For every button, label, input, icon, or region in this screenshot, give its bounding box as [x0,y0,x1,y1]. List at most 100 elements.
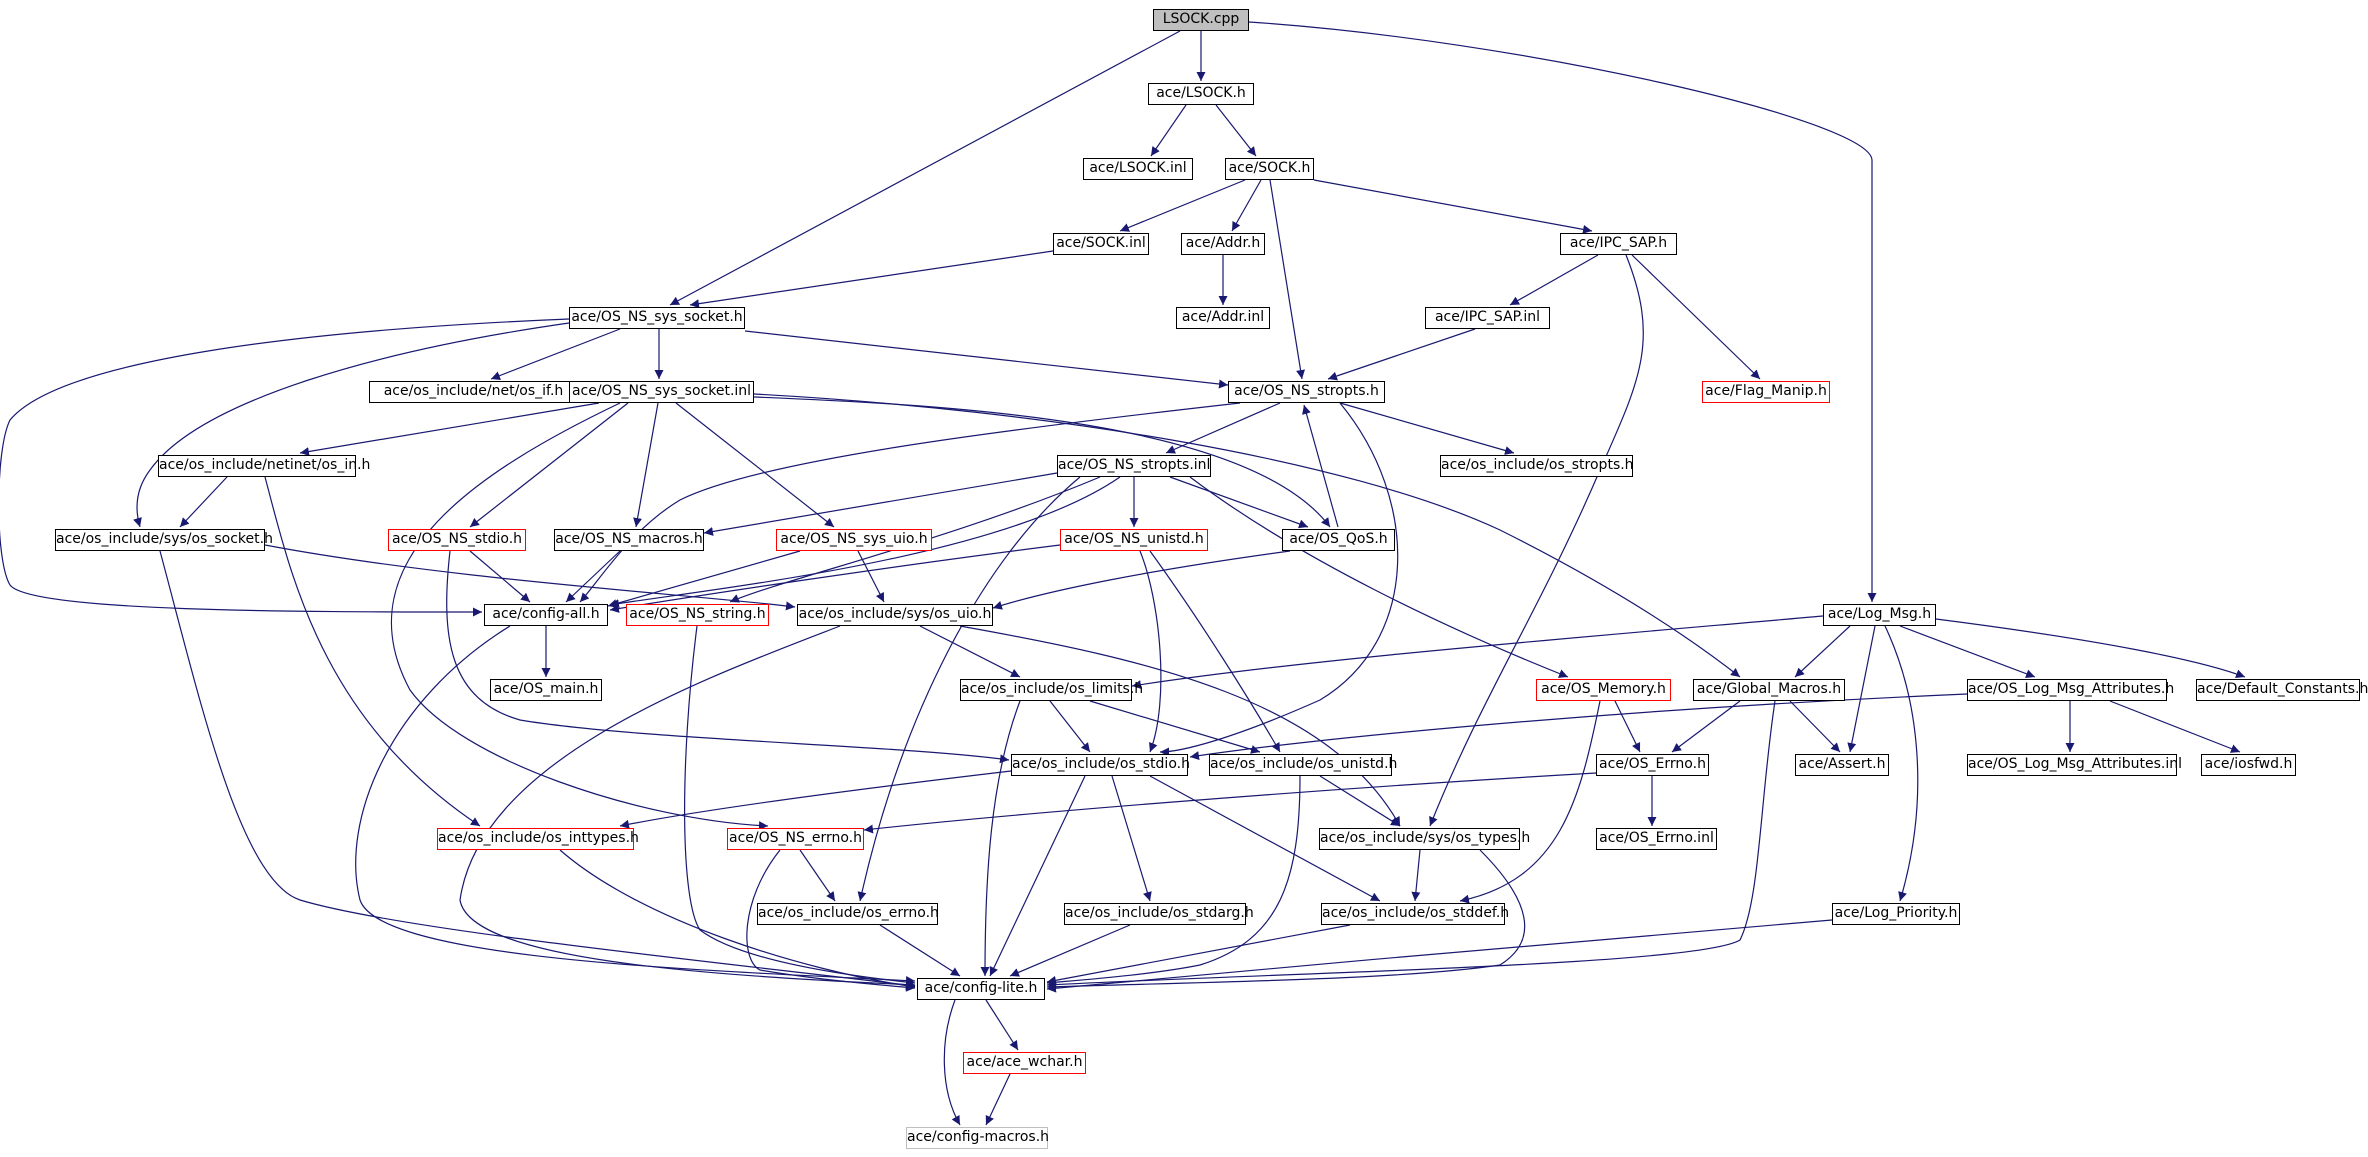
edge-os-ns-sys-socket-inl-to-os-ns-sys-uio-h [675,402,835,528]
node-os-ns-sys-socket-h[interactable]: ace/OS_NS_sys_socket.h [569,307,745,329]
edge-log-msg-h-to-log-priority-h [1884,625,1919,902]
edge-os-ns-stdio-h-to-config-all-h [469,550,531,603]
edge-os-memory-h-to-os-stddef-h [1459,700,1601,904]
edge-log-msg-h-to-os-limits-h [1131,615,1824,690]
node-ace-wchar-h[interactable]: ace/ace_wchar.h [963,1052,1086,1074]
node-os-stdarg-h[interactable]: ace/os_include/os_stdarg.h [1064,903,1254,925]
node-sock-h[interactable]: ace/SOCK.h [1225,158,1314,180]
edge-os-ns-stropts-inl-to-os-errno-h [857,476,1081,902]
node-os-ns-macros-h[interactable]: ace/OS_NS_macros.h [554,529,704,551]
node-os-socket-h[interactable]: ace/os_include/sys/os_socket.h [55,529,273,551]
node-os-memory-h[interactable]: ace/OS_Memory.h [1536,679,1671,701]
edge-os-in-h-to-os-socket-h [179,476,228,528]
edge-os-limits-h-to-config-lite-h [980,700,1021,977]
node-os-stdio-h[interactable]: ace/os_include/os_stdio.h [1011,754,1190,776]
node-os-ns-sys-uio-h[interactable]: ace/OS_NS_sys_uio.h [776,529,932,551]
node-os-ns-string-h[interactable]: ace/OS_NS_string.h [626,604,769,626]
node-os-uio-h[interactable]: ace/os_include/sys/os_uio.h [797,604,993,626]
edge-lsock-cpp-to-os-ns-sys-socket-h [669,30,1181,306]
node-os-stropts-h[interactable]: ace/os_include/os_stropts.h [1440,455,1634,477]
node-default-constants-h[interactable]: ace/Default_Constants.h [2196,679,2368,701]
node-os-inttypes-h[interactable]: ace/os_include/os_inttypes.h [437,828,639,850]
edge-config-lite-h-to-config-macros-h [943,999,961,1126]
edge-os-ns-sys-socket-h-to-os-if-h [490,328,621,380]
edge-os-ns-sys-socket-h-to-os-ns-stropts-h [744,330,1229,389]
edge-os-errno-h-to-config-lite-h [879,924,961,977]
node-os-unistd-h[interactable]: ace/os_include/os_unistd.h [1209,754,1397,776]
node-lsock-inl[interactable]: ace/LSOCK.inl [1083,158,1193,180]
node-lsock-cpp[interactable]: LSOCK.cpp [1153,9,1249,31]
node-addr-inl[interactable]: ace/Addr.inl [1176,307,1270,329]
edge-os-ns-stropts-inl-to-config-all-h [609,476,1121,608]
edge-os-ns-stropts-h-to-os-ns-stropts-inl [1165,402,1281,454]
node-os-ns-unistd-h[interactable]: ace/OS_NS_unistd.h [1060,529,1208,551]
node-iosfwd-h[interactable]: ace/iosfwd.h [2201,754,2296,776]
node-sock-inl[interactable]: ace/SOCK.inl [1053,233,1149,255]
node-lsock-h[interactable]: ace/LSOCK.h [1148,83,1254,105]
edge-sock-h-to-ipc-sap-h [1313,179,1593,234]
edge-os-ns-errno-h-to-config-lite-h [746,849,916,992]
edge-os-socket-h-to-config-lite-h [159,550,916,990]
edge-log-msg-h-to-assert-h [1847,625,1876,753]
edge-sock-h-to-sock-inl [1119,179,1246,232]
edge-os-stdio-h-to-os-stddef-h [1149,775,1381,902]
edge-os-unistd-h-to-os-types-h [1319,775,1401,827]
node-config-macros-h[interactable]: ace/config-macros.h [906,1127,1049,1149]
node-os-log-msg-attributes-h[interactable]: ace/OS_Log_Msg_Attributes.h [1967,679,2174,701]
edge-os-uio-h-to-os-types-h [959,625,1401,827]
edge-os-types-h-to-config-lite-h [1046,849,1526,992]
node-os-types-h[interactable]: ace/os_include/sys/os_types.h [1319,828,1530,850]
edge-os-ns-stropts-h-to-os-stdio-h [1159,402,1399,757]
node-flag-manip-h[interactable]: ace/Flag_Manip.h [1702,381,1830,403]
edge-os-ns-sys-socket-inl-to-os-ns-errno-h [390,402,769,831]
edge-os-ns-unistd-h-to-config-all-h [609,544,1061,613]
edge-os-ns-sys-socket-inl-to-os-ns-stdio-h [469,402,629,528]
node-os-ns-stdio-h[interactable]: ace/OS_NS_stdio.h [388,529,526,551]
edge-ipc-sap-inl-to-os-ns-stropts-h [1327,328,1476,381]
edge-os-qos-h-to-os-uio-h [992,550,1291,610]
edge-ipc-sap-h-to-flag-manip-h [1631,254,1761,380]
node-global-macros-h[interactable]: ace/Global_Macros.h [1693,679,1845,701]
node-os-limits-h[interactable]: ace/os_include/os_limits.h [960,679,1143,701]
edge-os-ns-macros-h-to-config-all-h [565,550,621,603]
node-os-ns-errno-h[interactable]: ace/OS_NS_errno.h [727,828,864,850]
node-config-all-h[interactable]: ace/config-all.h [484,604,608,626]
node-os-ns-stropts-h[interactable]: ace/OS_NS_stropts.h [1228,381,1385,403]
node-ipc-sap-inl[interactable]: ace/IPC_SAP.inl [1425,307,1550,329]
node-os-errno-h[interactable]: ace/os_include/os_errno.h [757,903,939,925]
node-os-in-h[interactable]: ace/os_include/netinet/os_in.h [158,455,370,477]
edge-os-ns-sys-socket-h-to-os-socket-h [133,322,570,528]
edge-ace-wchar-h-to-config-macros-h [985,1073,1011,1126]
node-os-log-msg-attributes-inl[interactable]: ace/OS_Log_Msg_Attributes.inl [1967,754,2182,776]
node-os-qos-h[interactable]: ace/OS_QoS.h [1282,529,1395,551]
edge-lsock-h-to-lsock-inl [1150,104,1187,157]
node-os-main-h[interactable]: ace/OS_main.h [490,679,602,701]
node-os-errno-h-ace[interactable]: ace/OS_Errno.h [1596,754,1709,776]
edge-os-ns-sys-socket-inl-to-os-in-h [299,402,600,456]
edge-os-ns-sys-socket-inl-to-global-macros-h [753,393,1741,678]
node-os-ns-stropts-inl[interactable]: ace/OS_NS_stropts.inl [1057,455,1211,477]
edge-global-macros-h-to-assert-h [1789,700,1841,753]
edge-os-types-h-to-os-stddef-h [1411,849,1421,902]
node-os-if-h[interactable]: ace/os_include/net/os_if.h [369,381,578,403]
edge-log-msg-h-to-os-log-msg-attributes-h [1899,625,2036,679]
node-os-ns-sys-socket-inl[interactable]: ace/OS_NS_sys_socket.inl [569,381,754,403]
edge-os-stdarg-h-to-config-lite-h [1009,924,1131,977]
node-os-errno-inl[interactable]: ace/OS_Errno.inl [1596,828,1717,850]
edges [0,21,2246,1126]
edge-os-uio-h-to-os-limits-h [919,625,1021,678]
edge-sock-inl-to-os-ns-sys-socket-h [689,250,1054,309]
edge-os-ns-stropts-inl-to-os-qos-h [1169,476,1309,529]
edge-os-ns-sys-socket-inl-to-os-ns-macros-h [633,402,659,528]
node-ipc-sap-h[interactable]: ace/IPC_SAP.h [1560,233,1677,255]
node-log-priority-h[interactable]: ace/Log_Priority.h [1832,903,1960,925]
node-os-stddef-h[interactable]: ace/os_include/os_stddef.h [1321,903,1509,925]
node-addr-h[interactable]: ace/Addr.h [1181,233,1265,255]
edge-global-macros-h-to-os-errno-h-ace [1671,700,1741,753]
node-log-msg-h[interactable]: ace/Log_Msg.h [1823,604,1936,626]
edge-os-ns-sys-uio-h-to-os-uio-h [857,550,885,603]
edge-os-ns-stropts-h-to-os-stropts-h [1339,402,1515,455]
edge-ipc-sap-h-to-os-types-h [1429,254,1644,827]
node-config-lite-h[interactable]: ace/config-lite.h [917,978,1045,1000]
node-assert-h[interactable]: ace/Assert.h [1795,754,1889,776]
